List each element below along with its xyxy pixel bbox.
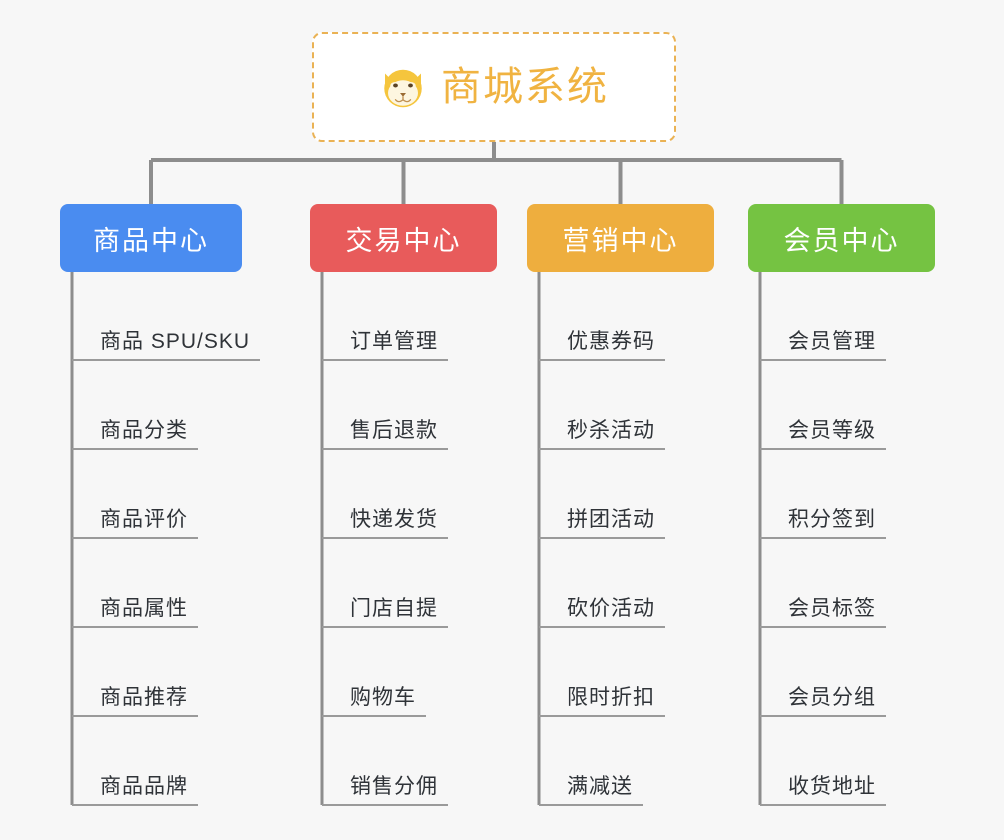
leaf-item-label: 拼团活动 bbox=[539, 508, 665, 539]
leaf-item-label: 售后退款 bbox=[322, 419, 448, 450]
category-label: 交易中心 bbox=[345, 225, 462, 256]
leaf-item-label: 商品品牌 bbox=[72, 775, 198, 806]
leaf-item-list: 订单管理售后退款快递发货门店自提购物车销售分佣 bbox=[322, 272, 497, 806]
leaf-item-label: 门店自提 bbox=[322, 597, 448, 628]
leaf-item[interactable]: 拼团活动 bbox=[539, 450, 714, 539]
category-label: 会员中心 bbox=[783, 225, 900, 256]
leaf-item-label: 会员分组 bbox=[760, 686, 886, 717]
leaf-item-label: 满减送 bbox=[539, 775, 643, 806]
leaf-item-label: 商品属性 bbox=[72, 597, 198, 628]
category-label: 营销中心 bbox=[562, 225, 679, 256]
leaf-item-label: 收货地址 bbox=[760, 775, 886, 806]
leaf-item[interactable]: 会员等级 bbox=[760, 361, 935, 450]
leaf-item-label: 快递发货 bbox=[322, 508, 448, 539]
leaf-item-label: 优惠券码 bbox=[539, 330, 665, 361]
leaf-item[interactable]: 商品推荐 bbox=[72, 628, 242, 717]
leaf-item-list: 商品 SPU/SKU 商品分类商品评价商品属性商品推荐商品品牌 bbox=[72, 272, 261, 806]
leaf-item-list: 优惠券码秒杀活动拼团活动砍价活动限时折扣满减送 bbox=[539, 272, 714, 806]
category-node-product-center[interactable]: 商品中心 bbox=[60, 204, 242, 272]
leaf-item[interactable]: 会员标签 bbox=[760, 539, 935, 628]
leaf-item[interactable]: 售后退款 bbox=[322, 361, 497, 450]
category-node-marketing-center[interactable]: 营销中心 bbox=[527, 204, 714, 272]
category-node-member-center[interactable]: 会员中心 bbox=[748, 204, 935, 272]
leaf-item-label: 订单管理 bbox=[322, 330, 448, 361]
leaf-item[interactable]: 优惠券码 bbox=[539, 272, 714, 361]
category-label: 商品中心 bbox=[93, 225, 209, 256]
leaf-item[interactable]: 砍价活动 bbox=[539, 539, 714, 628]
shiba-dog-face-icon bbox=[384, 69, 422, 108]
leaf-item-label: 商品推荐 bbox=[72, 686, 198, 717]
leaf-item-list: 会员管理会员等级积分签到会员标签会员分组收货地址 bbox=[760, 272, 935, 806]
leaf-item[interactable]: 订单管理 bbox=[322, 272, 497, 361]
leaf-item[interactable]: 商品评价 bbox=[72, 450, 242, 539]
leaf-item[interactable]: 限时折扣 bbox=[539, 628, 714, 717]
leaf-item[interactable]: 商品分类 bbox=[72, 361, 242, 450]
leaf-item-label: 商品 SPU/SKU bbox=[72, 330, 261, 361]
category-column-marketing-center: 营销中心优惠券码秒杀活动拼团活动砍价活动限时折扣满减送 bbox=[527, 204, 714, 806]
leaf-item[interactable]: 收货地址 bbox=[760, 717, 935, 806]
leaf-item[interactable]: 商品属性 bbox=[72, 539, 242, 628]
leaf-item-label: 会员管理 bbox=[760, 330, 886, 361]
leaf-item[interactable]: 秒杀活动 bbox=[539, 361, 714, 450]
leaf-item-label: 积分签到 bbox=[760, 508, 886, 539]
leaf-item[interactable]: 销售分佣 bbox=[322, 717, 497, 806]
leaf-item-label: 会员标签 bbox=[760, 597, 886, 628]
leaf-item[interactable]: 会员管理 bbox=[760, 272, 935, 361]
root-title: 商城系统 bbox=[441, 65, 609, 109]
category-column-product-center: 商品中心商品 SPU/SKU 商品分类商品评价商品属性商品推荐商品品牌 bbox=[60, 204, 261, 806]
leaf-item[interactable]: 购物车 bbox=[322, 628, 497, 717]
leaf-item-label: 购物车 bbox=[322, 686, 426, 717]
leaf-item-label: 商品分类 bbox=[72, 419, 198, 450]
leaf-item[interactable]: 门店自提 bbox=[322, 539, 497, 628]
category-node-trade-center[interactable]: 交易中心 bbox=[310, 204, 497, 272]
leaf-item-label: 秒杀活动 bbox=[539, 419, 665, 450]
leaf-item[interactable]: 商品 SPU/SKU bbox=[72, 272, 261, 361]
root-node[interactable]: 商城系统 bbox=[312, 32, 676, 142]
leaf-item[interactable]: 积分签到 bbox=[760, 450, 935, 539]
leaf-item[interactable]: 快递发货 bbox=[322, 450, 497, 539]
leaf-item-label: 会员等级 bbox=[760, 419, 886, 450]
leaf-item-label: 销售分佣 bbox=[322, 775, 448, 806]
leaf-item[interactable]: 满减送 bbox=[539, 717, 714, 806]
leaf-item-label: 砍价活动 bbox=[539, 597, 665, 628]
category-column-member-center: 会员中心会员管理会员等级积分签到会员标签会员分组收货地址 bbox=[748, 204, 935, 806]
leaf-item[interactable]: 会员分组 bbox=[760, 628, 935, 717]
leaf-item-label: 限时折扣 bbox=[539, 686, 665, 717]
leaf-item[interactable]: 商品品牌 bbox=[72, 717, 242, 806]
category-column-trade-center: 交易中心订单管理售后退款快递发货门店自提购物车销售分佣 bbox=[310, 204, 497, 806]
leaf-item-label: 商品评价 bbox=[72, 508, 198, 539]
